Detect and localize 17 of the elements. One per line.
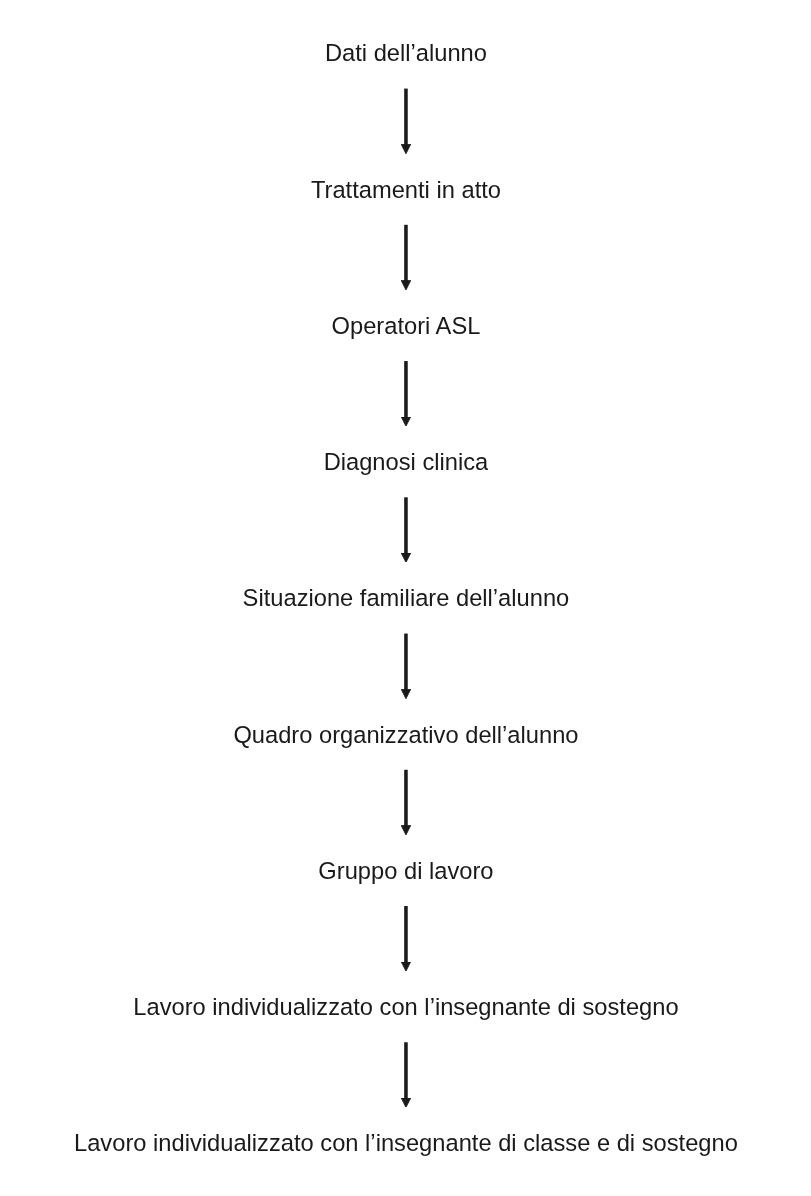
arrow [400,1042,411,1108]
node-text: Dati dell’alunno [324,40,487,67]
arrow [400,361,411,427]
node-text: Gruppo di lavoro [317,857,494,884]
node-text: Trattamenti in atto [310,176,501,203]
node-text: Quadro organizzativo dell’alunno [232,721,579,748]
node-text: Lavoro individualizzato con l’insegnante di sostegno [132,993,679,1020]
arrow [400,224,411,291]
arrow [400,906,411,972]
node-text: Lavoro individualizzato con l’insegnante di classe e di sostegno [73,1129,738,1156]
node-text: Situazione familiare dell’alunno [242,584,569,612]
arrow [400,769,411,836]
node-text: Operatori ASL [331,312,480,339]
arrow [400,633,411,700]
arrow [400,497,411,563]
arrow [400,88,411,155]
node-text: Diagnosi clinica [323,448,488,475]
